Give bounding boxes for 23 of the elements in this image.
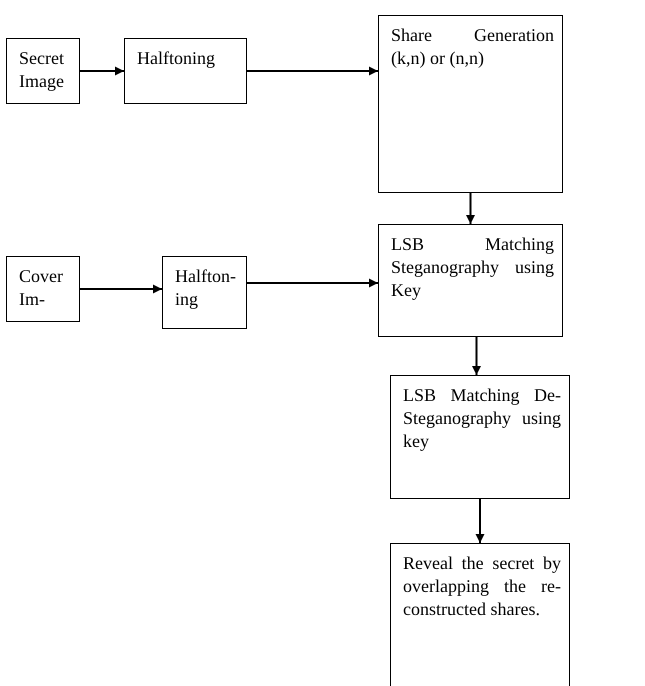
box-label: Halfton- ing — [175, 265, 237, 311]
box-label: Reveal the secret by overlapping the re- constructed shares. — [403, 552, 561, 621]
process-box — [390, 543, 570, 686]
box-label: Halftoning — [137, 47, 216, 70]
process-box — [162, 256, 247, 329]
arrow — [80, 284, 162, 294]
arrow — [472, 337, 481, 375]
box-label: LSB Matching Steganography using Key — [391, 233, 554, 302]
process-box — [378, 15, 563, 193]
box-label: Secret Image — [19, 47, 65, 93]
box-label: Cover Im- — [19, 265, 64, 311]
process-box — [390, 375, 570, 499]
arrow — [466, 193, 475, 224]
box-label: LSB Matching De- Steganography using key — [403, 384, 561, 453]
process-box — [6, 38, 80, 104]
arrow — [247, 278, 378, 288]
box-label: Share Generation (k,n) or (n,n) — [391, 24, 554, 70]
arrow — [247, 66, 378, 76]
process-box — [124, 38, 247, 104]
arrow — [476, 499, 484, 543]
process-box — [378, 224, 563, 337]
arrow — [80, 66, 124, 76]
process-box — [6, 256, 80, 322]
